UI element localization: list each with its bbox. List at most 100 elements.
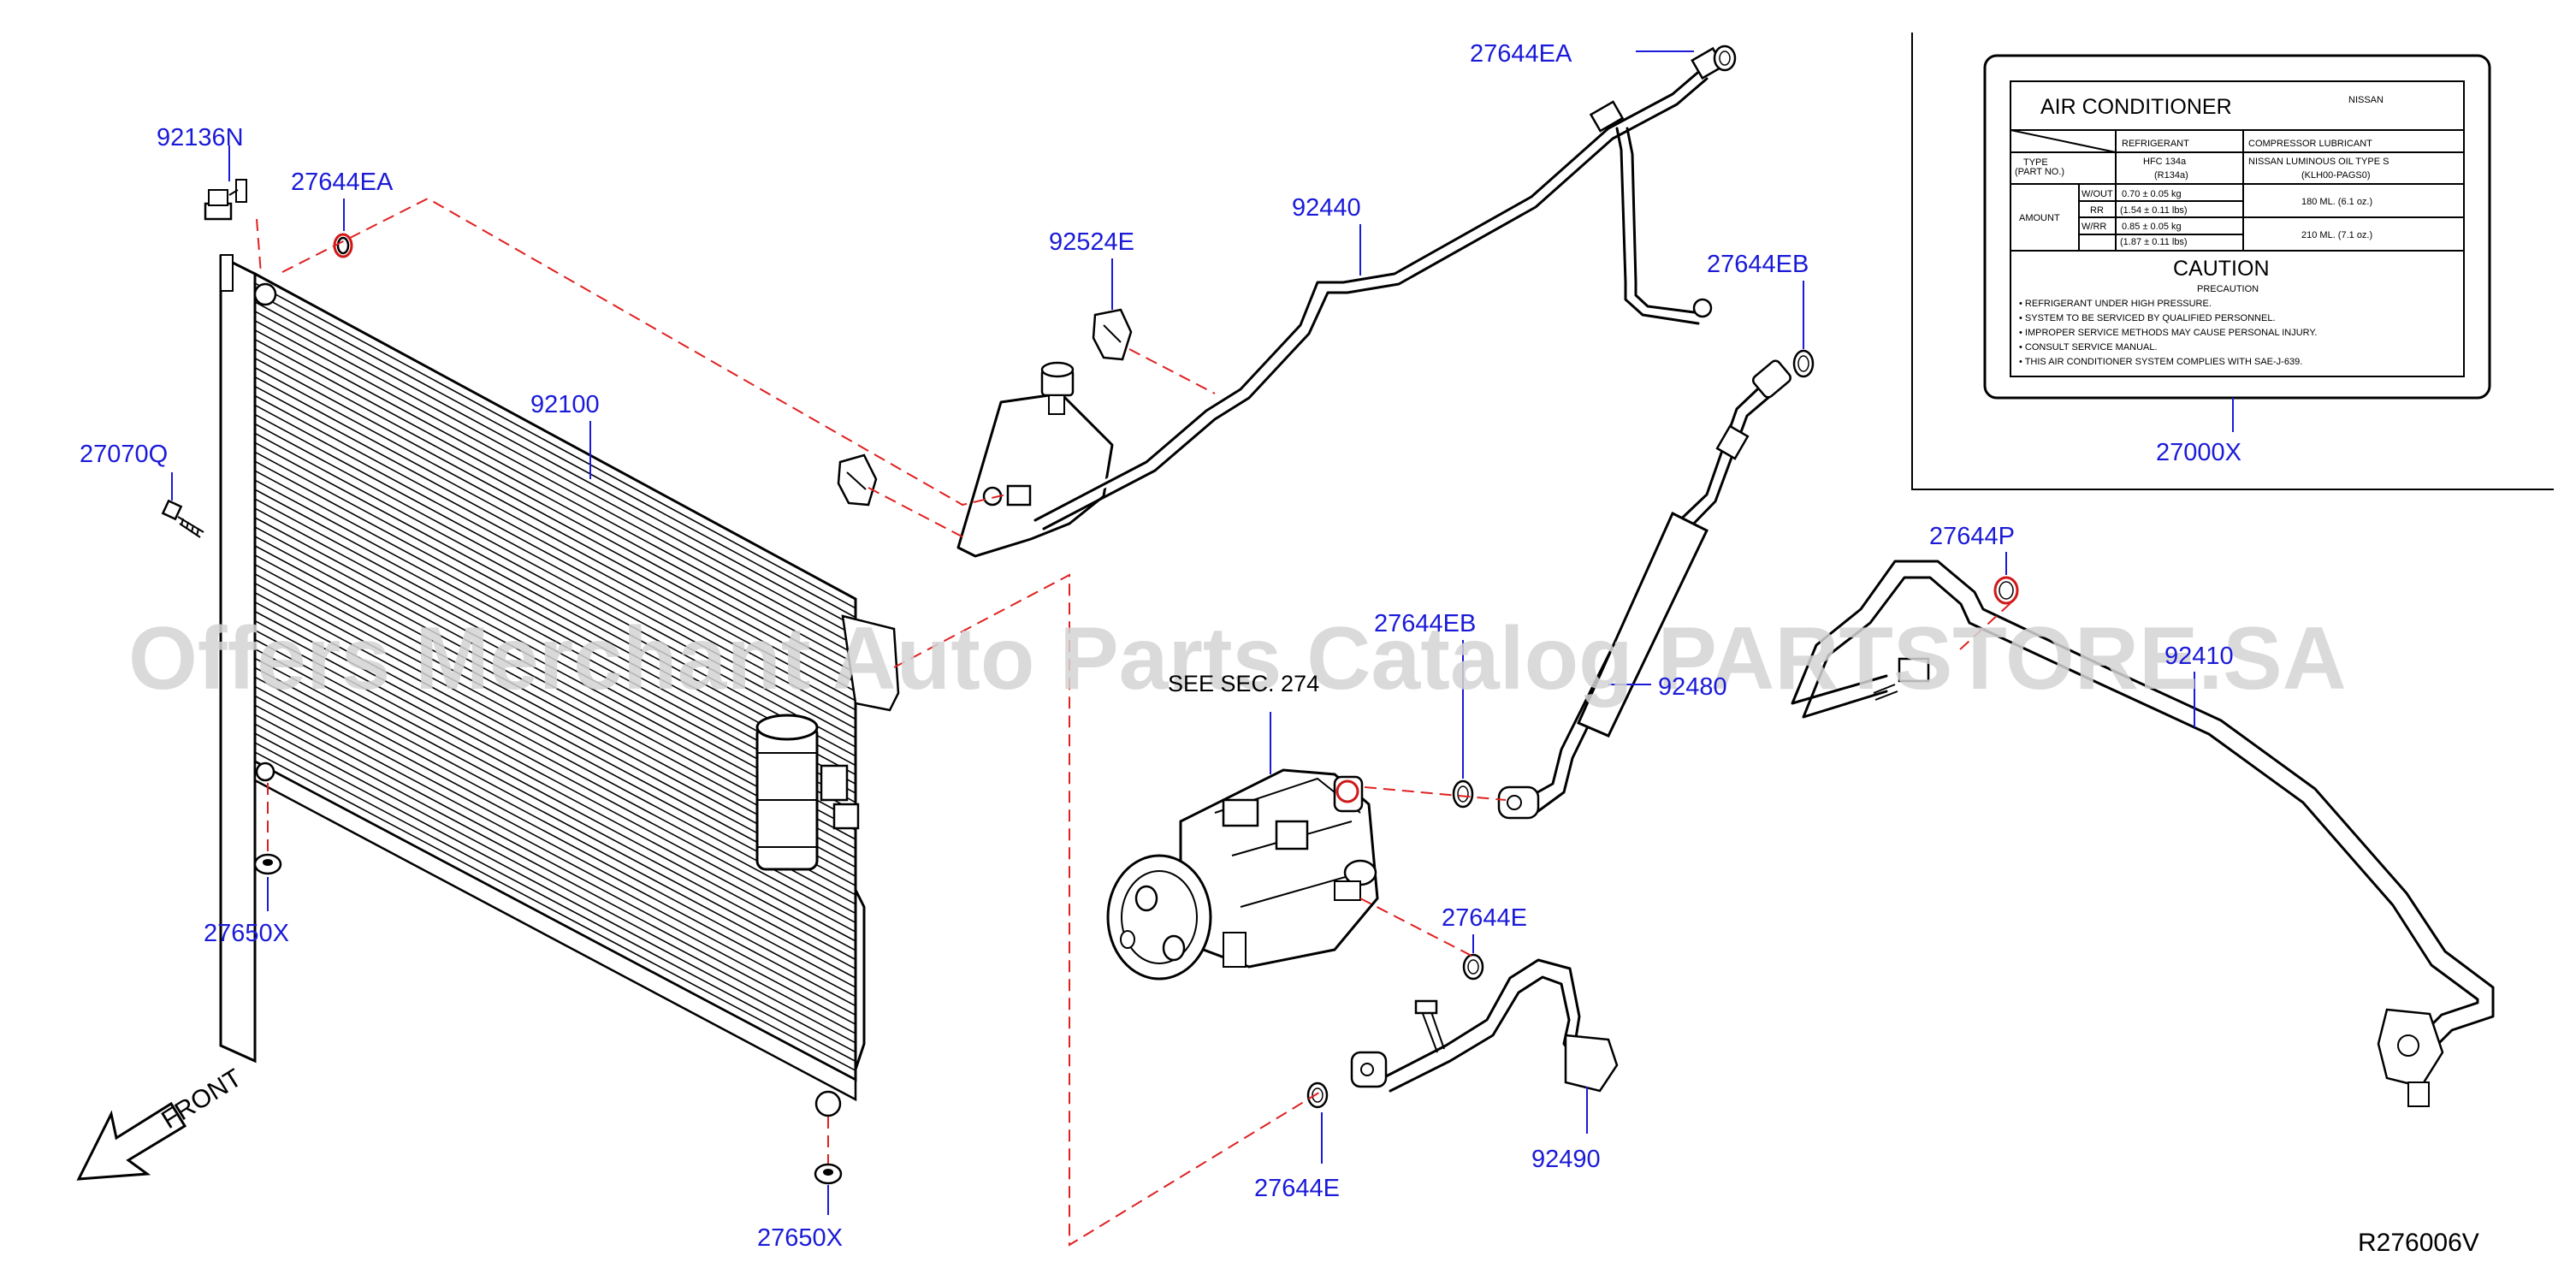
label-lub-type: NISSAN LUMINOUS OIL TYPE S — [2248, 157, 2389, 167]
part-number-27650X-upper[interactable]: 27650X — [204, 920, 289, 947]
o-ring-27644EB-top[interactable] — [1792, 349, 1815, 378]
o-ring-27644EB-mid[interactable] — [1452, 779, 1474, 809]
o-ring-27644EA-condenser[interactable] — [333, 233, 353, 258]
o-ring-27644E-upper[interactable] — [1462, 953, 1484, 981]
condenser-fin-line — [254, 695, 856, 1016]
condenser-fin-line — [254, 714, 856, 1034]
condenser-fin-line — [254, 489, 856, 813]
bolt-27070Q[interactable] — [161, 499, 204, 538]
label-ref-wrr-2: (1.87 ± 0.11 lbs) — [2120, 237, 2188, 247]
condenser-fin-line — [254, 704, 856, 1025]
part-number-92136N[interactable]: 92136N — [157, 124, 244, 151]
condenser-fin-line — [254, 517, 856, 840]
part-number-27070Q[interactable]: 27070Q — [80, 441, 168, 468]
label-lub-part: (KLH00-PAGS0) — [2301, 170, 2371, 181]
label-caution-line-5: • THIS AIR CONDITIONER SYSTEM COMPLIES W… — [2019, 357, 2302, 367]
condenser-fin-line — [254, 339, 856, 665]
condenser-fin-line — [254, 432, 856, 757]
condenser-fin-line — [254, 470, 856, 794]
pressure-switch-92136N[interactable] — [204, 179, 247, 221]
condenser-fin-line — [254, 723, 856, 1044]
label-lub-wrr: 210 ML. (7.1 oz.) — [2301, 230, 2372, 240]
label-card-brand: NISSAN — [2348, 95, 2384, 105]
o-ring-27644E-lower[interactable] — [1306, 1081, 1329, 1109]
condenser-fin-line — [254, 638, 856, 961]
part-number-27650X-lower[interactable]: 27650X — [757, 1224, 843, 1252]
label-ref-wout-2: (1.54 ± 0.11 lbs) — [2120, 205, 2188, 216]
pipe-92410[interactable] — [1791, 560, 2495, 1107]
condenser-fin-line — [254, 667, 856, 988]
part-number-27644EB-top[interactable]: 27644EB — [1707, 251, 1809, 278]
part-number-27644E-upper[interactable]: 27644E — [1442, 904, 1527, 932]
condenser-fin-line — [254, 591, 856, 915]
condenser-fin-line — [254, 742, 856, 1063]
condenser-fin-line — [254, 404, 856, 730]
o-ring-27644P[interactable] — [1993, 576, 2019, 605]
label-caution-line-3: • IMPROPER SERVICE METHODS MAY CAUSE PER… — [2019, 328, 2317, 338]
label-precaution: PRECAUTION — [2197, 284, 2259, 294]
label-rr: RR — [2090, 205, 2104, 216]
label-wout: W/OUT — [2082, 189, 2113, 199]
condenser-fin-line — [254, 441, 856, 767]
compressor[interactable] — [1106, 768, 1379, 981]
label-ref-type-sub: (R134a) — [2154, 170, 2188, 181]
label-col-compressor: COMPRESSOR LUBRICANT — [2248, 139, 2372, 149]
condenser-fin-line — [254, 301, 856, 628]
cushion-27650X-upper[interactable] — [253, 853, 282, 875]
label-caution-line-2: • SYSTEM TO BE SERVICED BY QUALIFIED PER… — [2019, 313, 2276, 323]
condenser-fin-line — [254, 648, 856, 970]
hose-92490[interactable] — [1350, 958, 1619, 1093]
condenser-fin-line — [254, 629, 856, 951]
label-card-text: AIR CONDITIONER NISSAN REFRIGERANT COMPR… — [2015, 95, 2389, 367]
front-arrow-icon — [76, 1101, 187, 1181]
condenser-fin-line — [254, 394, 856, 720]
label-row-type-sub: (PART NO.) — [2015, 167, 2064, 177]
part-number-leaders — [171, 50, 2234, 1215]
condenser-fin-line — [254, 526, 856, 850]
part-number-92410[interactable]: 92410 — [2164, 643, 2234, 670]
condenser-fin-line — [254, 732, 856, 1053]
condenser-fin-line — [254, 347, 856, 674]
part-number-27644EB-mid[interactable]: 27644EB — [1374, 610, 1476, 637]
condenser-fin-line — [254, 385, 856, 711]
clip-92524E-lower[interactable] — [837, 453, 878, 507]
part-number-92524E[interactable]: 92524E — [1049, 228, 1134, 256]
clip-92524E-upper[interactable] — [1092, 308, 1133, 361]
label-ref-type: HFC 134a — [2143, 157, 2187, 167]
label-panel-frame — [1911, 33, 2554, 490]
part-number-92100[interactable]: 92100 — [530, 391, 600, 418]
part-number-27000X[interactable]: 27000X — [2156, 439, 2241, 466]
condenser-fin-line — [254, 451, 856, 776]
label-col-refrigerant: REFRIGERANT — [2122, 139, 2189, 149]
hose-92480[interactable] — [1497, 358, 1792, 820]
condenser-fin-line — [254, 610, 856, 933]
condenser-fin-line — [254, 619, 856, 942]
ac-caution-label-27000X[interactable] — [1983, 54, 2491, 400]
front-label: FRONT — [157, 1064, 246, 1135]
condenser-fin-line — [254, 657, 856, 979]
part-number-27644P[interactable]: 27644P — [1929, 523, 2015, 550]
part-number-27644EA-top[interactable]: 27644EA — [1470, 40, 1572, 68]
label-row-amount: AMOUNT — [2019, 213, 2060, 223]
condenser-fin-line — [254, 479, 856, 803]
condenser-fin-line — [254, 564, 856, 886]
cushion-27650X-lower[interactable] — [814, 1163, 843, 1185]
condenser-fin-line — [254, 292, 856, 619]
pipe-92440[interactable] — [954, 46, 1725, 560]
condenser-fin-line — [254, 366, 856, 692]
o-ring-27644EA-top[interactable] — [1713, 44, 1737, 72]
label-caution-line-4: • CONSULT SERVICE MANUAL. — [2019, 342, 2158, 353]
condenser-fin-line — [254, 460, 856, 785]
part-number-27644E-lower[interactable]: 27644E — [1254, 1175, 1340, 1202]
see-sec-note: SEE SEC. 274 — [1168, 671, 1319, 696]
label-ref-wout-1: 0.70 ± 0.05 kg — [2122, 189, 2182, 199]
part-number-27644EA-left[interactable]: 27644EA — [291, 169, 394, 196]
diagram-reference-code: R276006V — [2358, 1229, 2479, 1257]
part-number-92480[interactable]: 92480 — [1658, 673, 1727, 701]
condenser-92100[interactable] — [219, 254, 900, 1117]
part-number-92440[interactable]: 92440 — [1292, 194, 1361, 222]
part-number-92490[interactable]: 92490 — [1531, 1146, 1601, 1173]
condenser-fin-line — [254, 282, 856, 609]
